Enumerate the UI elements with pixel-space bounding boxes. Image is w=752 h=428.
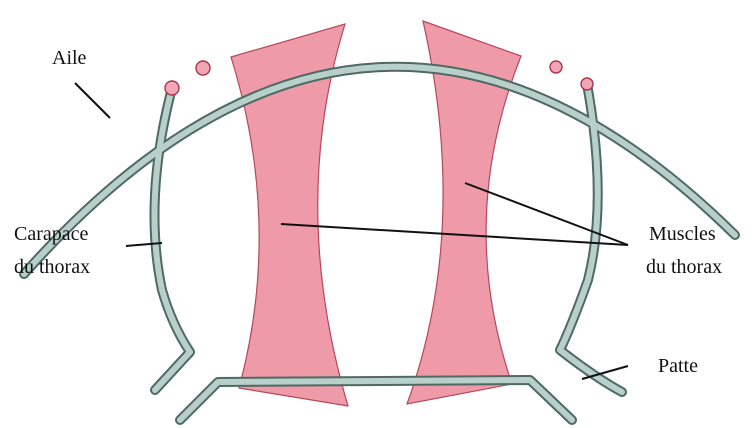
carapace-label-line1: Carapace [14,223,89,245]
carapace-label-line2: du thorax [14,256,90,278]
ventral-plate-outline [180,380,572,420]
left-wing-joint-inner [196,61,210,75]
right-wing-joint-inner [550,61,562,73]
thorax-carapace-outline [24,67,735,420]
leg-label: Patte [658,355,698,377]
wing-label: Aile [52,47,87,69]
thorax-carapace [24,67,735,420]
wing-and-dorsal-arc [24,67,735,274]
wing-leader-line [75,83,110,118]
right-wing-joint-outer [581,78,593,90]
muscles-label-line2: du thorax [646,256,722,278]
left-wing-joint-outer [165,81,179,95]
muscles-label-line1: Muscles [649,223,716,245]
